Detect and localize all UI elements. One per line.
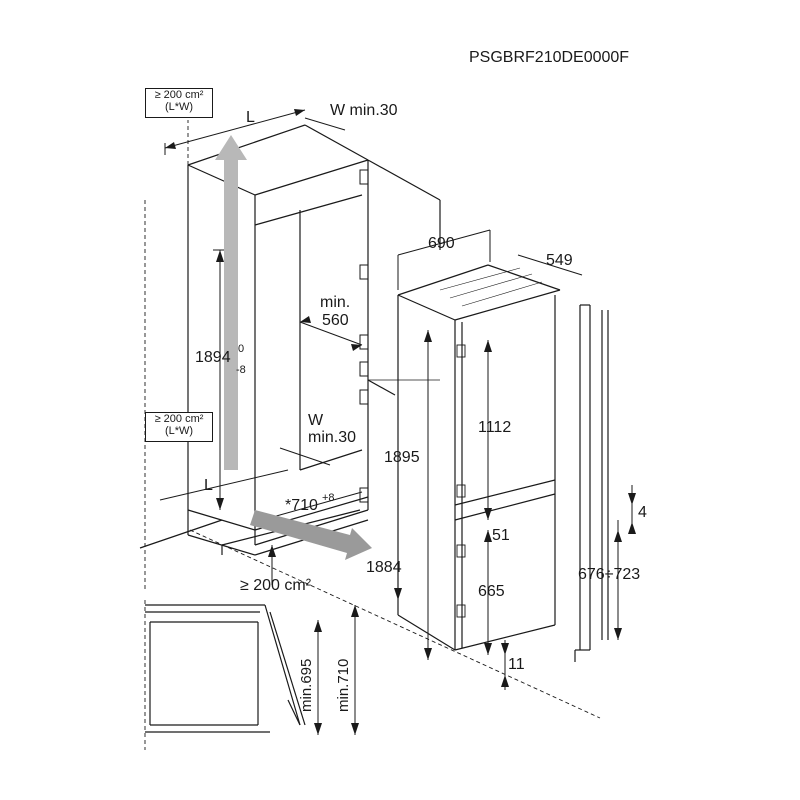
vent-top-line2: (L*W) bbox=[164, 101, 194, 113]
niche-cabinet bbox=[139, 124, 441, 556]
fridge-body bbox=[397, 264, 561, 651]
dim-W-low-line1: W bbox=[308, 412, 324, 429]
dim-1112: 1112 bbox=[478, 419, 512, 436]
dim-1894: 1894 bbox=[195, 349, 231, 366]
dashed-guides bbox=[144, 120, 601, 750]
dim-1894-sub: -8 bbox=[236, 364, 246, 376]
dimension-lines bbox=[159, 109, 633, 735]
airflow-arrows bbox=[215, 135, 372, 560]
dim-side-710: min.710 bbox=[335, 658, 352, 712]
dim-side-695: min.695 bbox=[298, 658, 315, 712]
dim-4: 4 bbox=[638, 504, 647, 521]
dim-51: 51 bbox=[492, 527, 510, 544]
dim-549: 549 bbox=[546, 252, 573, 269]
vent-mid-line2: (L*W) bbox=[164, 425, 194, 437]
dim-L-bottom: L bbox=[204, 477, 213, 494]
dim-676-723: 676÷723 bbox=[578, 566, 641, 583]
vent-top-line1: ≥ 200 cm² bbox=[154, 89, 204, 101]
dim-L-top: L bbox=[246, 109, 255, 126]
vent-mid-line1: ≥ 200 cm² bbox=[154, 413, 204, 425]
dim-1884: 1884 bbox=[366, 559, 402, 576]
dim-690: 690 bbox=[428, 235, 455, 252]
dim-W-low-line2: min.30 bbox=[308, 429, 357, 446]
dim-1894-sup: 0 bbox=[238, 343, 245, 355]
arrowheads bbox=[165, 109, 636, 735]
dim-1895: 1895 bbox=[384, 449, 420, 466]
vent-top-box: ≥ 200 cm² (L*W) bbox=[145, 88, 213, 118]
side-section bbox=[145, 604, 306, 733]
vent-mid-box: ≥ 200 cm² (L*W) bbox=[145, 412, 213, 442]
vent-bottom: ≥ 200 cm² bbox=[240, 577, 312, 594]
dim-560-line1: min. bbox=[320, 294, 351, 311]
dim-710: *710 bbox=[285, 497, 318, 514]
dim-W-top: W min.30 bbox=[330, 102, 398, 119]
model-code: PSGBRF210DE0000F bbox=[469, 49, 630, 66]
dim-560-line2: 560 bbox=[322, 312, 349, 329]
dim-11: 11 bbox=[508, 656, 525, 673]
door-profile bbox=[574, 304, 609, 662]
dim-665: 665 bbox=[478, 583, 505, 600]
dim-710-sup: +8 bbox=[322, 492, 335, 504]
